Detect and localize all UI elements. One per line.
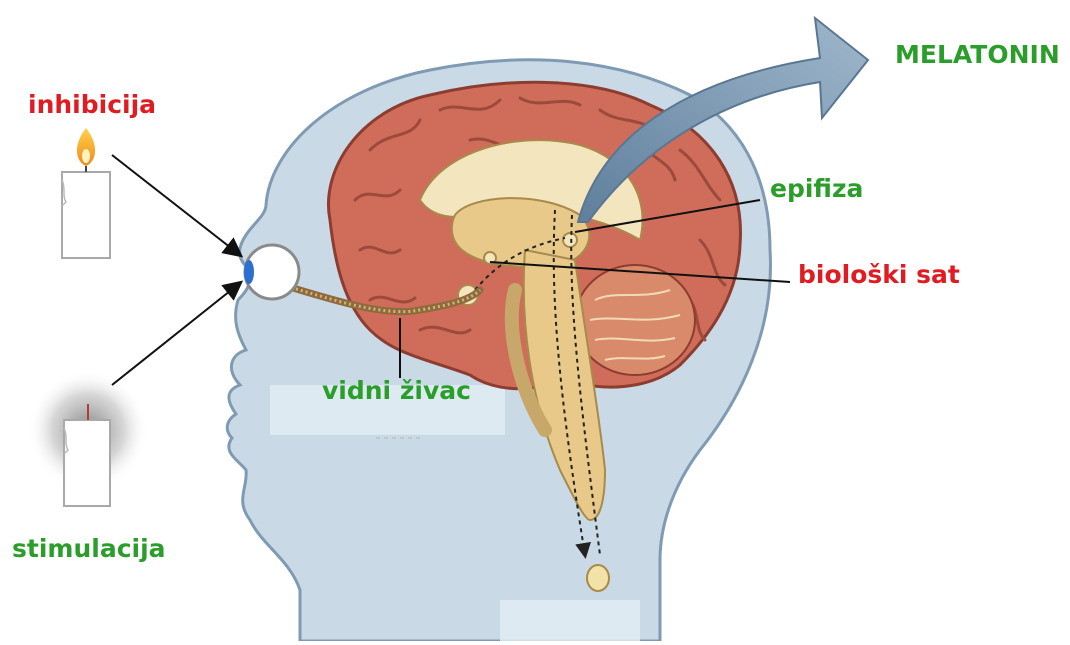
inhibition-arrow	[112, 155, 240, 255]
eye-icon	[244, 245, 299, 299]
neck-highlight	[500, 600, 640, 641]
melatonin-label: MELATONIN	[895, 42, 1060, 67]
lit-candle-icon	[62, 128, 110, 258]
biological-clock-label: biološki sat	[798, 262, 960, 287]
pineal-label: epifiza	[770, 176, 863, 201]
optic-nerve-label: vidni živac	[322, 378, 471, 403]
inhibition-label: inhibicija	[28, 92, 156, 117]
stimulation-arrow	[112, 283, 240, 385]
unlit-candle-icon	[28, 370, 148, 506]
stimulation-label: stimulacija	[12, 536, 166, 561]
ganglion-icon	[587, 565, 609, 591]
